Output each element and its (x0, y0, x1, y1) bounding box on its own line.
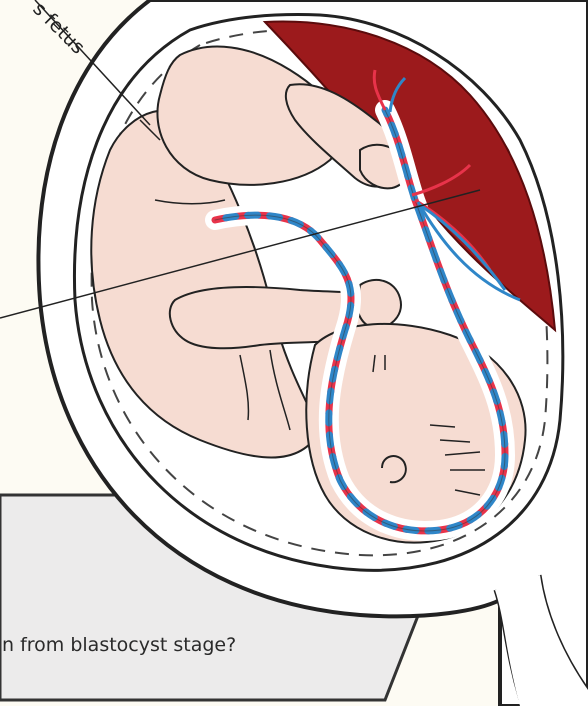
question-text: n from blastocyst stage? (2, 634, 236, 656)
fetus-hand (357, 280, 401, 328)
